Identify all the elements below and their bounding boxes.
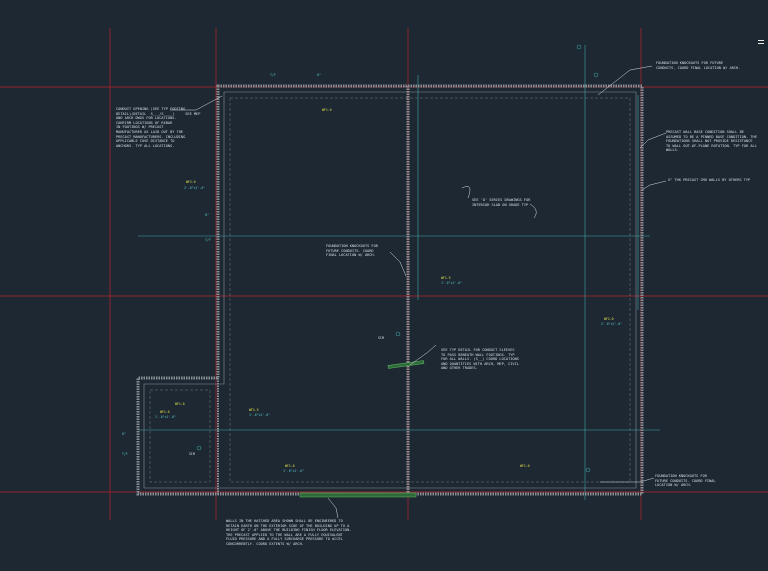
note-slab-on-grade: SEE 'D' SERIES DRAWINGS FOR INTERIOR SLA… — [472, 198, 531, 207]
annex-slab-edge — [149, 389, 211, 483]
dimension-tag: 8" — [122, 432, 126, 436]
markers — [196, 44, 599, 473]
footing-tag: WF1.0 — [322, 108, 332, 112]
foundation-walls — [136, 84, 644, 496]
note-conduit-sleeves: SEE TYP DETAIL FOR CONDUIT SLEEVES TO PA… — [441, 348, 519, 371]
footing-size: 2'-0"x1'-0" — [601, 322, 623, 326]
exterior-wall-inner — [143, 91, 637, 489]
note-knockouts-top: FOUNDATION KNOCKOUTS FOR FUTURE CONDUITS… — [656, 61, 741, 70]
marker-2 — [593, 72, 599, 78]
leader-n6 — [389, 251, 407, 277]
leader-n5 — [461, 186, 471, 199]
leader-n8 — [600, 477, 655, 483]
leader-n3 — [639, 132, 667, 149]
footing-tag: WF2.0 — [186, 180, 196, 184]
footing-tag: WF1.0 — [160, 410, 170, 414]
footing-size: 1'-0"x1'-0" — [283, 469, 305, 473]
footing-size: 1'-0"x1'-0" — [155, 415, 177, 419]
note-conduit-opening: CONDUIT OPENING (SEE TYP FOOTING DETAIL)… — [116, 107, 201, 148]
exterior-footing — [136, 84, 644, 496]
leader-n7 — [409, 344, 437, 366]
hatch-area — [299, 492, 417, 498]
marker-3 — [585, 467, 591, 473]
elevation-tag: T/F — [205, 238, 211, 242]
footing-tag: WF1.5 — [441, 276, 451, 280]
marker-1 — [576, 44, 582, 50]
elevation-tag: T/F — [270, 73, 276, 77]
dimension-tag: 8" — [205, 213, 209, 217]
reference-lines — [138, 45, 660, 500]
footing-size: 2'-0"x1'-0" — [184, 186, 206, 190]
note-knockouts-center: FOUNDATION KNOCKOUTS FOR FUTURE CONDUITS… — [326, 244, 378, 258]
slab-edge — [229, 97, 631, 483]
retaining-wall-hatch — [299, 360, 425, 498]
footing-tag: WF1.0 — [285, 464, 295, 468]
dimension-tag: 8" — [317, 73, 321, 77]
sim-tag: SIM — [189, 452, 195, 456]
footing-size: 1'-6"x1'-0" — [249, 413, 271, 417]
note-cmu-walls: 5" THK PRECAST CMU WALLS BY OTHERS TYP — [668, 178, 751, 182]
leader-n9 — [327, 497, 339, 519]
note-precast-wall-base: PRECAST WALL BASE CONDITION SHALL BE ASS… — [666, 130, 757, 153]
footing-size: 1'-6"x1'-0" — [441, 281, 463, 285]
footing-tag: WF1.0 — [520, 464, 530, 468]
leader-n1 — [170, 95, 223, 111]
marker-4 — [196, 445, 202, 451]
marker-5 — [395, 331, 401, 337]
leader-n5b — [529, 203, 537, 219]
sim-tag: SIM — [378, 336, 384, 340]
leader-n4 — [641, 180, 667, 191]
footing-tag: WF2.0 — [604, 317, 614, 321]
footing-tag: WF1.0 — [175, 402, 185, 406]
note-knockouts-bottom: FOUNDATION KNOCKOUTS FOR FUTURE CONDUITS… — [655, 474, 716, 488]
grid-lines — [0, 28, 768, 520]
leader-n2 — [597, 65, 653, 96]
leader-lines — [170, 65, 667, 519]
footing-tag: WF1.5 — [249, 408, 259, 412]
menu-icon[interactable] — [758, 40, 764, 45]
elevation-tag: T/F — [122, 452, 128, 456]
conduit-sleeve — [387, 360, 425, 369]
note-retaining-walls: WALLS IN THE HATCHED AREA SHOWN SHALL BE… — [226, 519, 352, 546]
